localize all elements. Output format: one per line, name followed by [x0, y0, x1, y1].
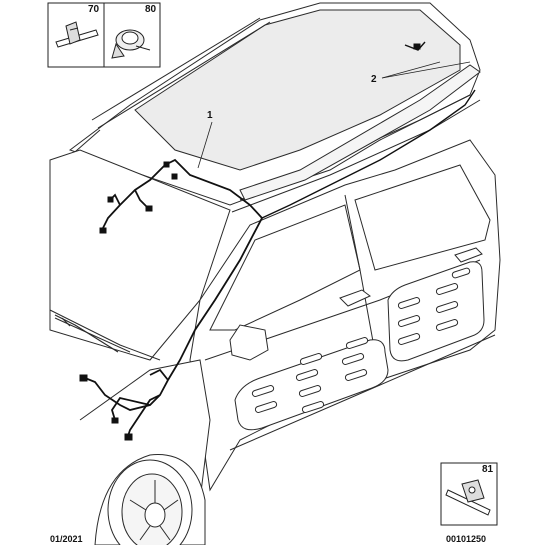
callout-1-leader: [197, 121, 213, 169]
inset-ref-70: 70: [88, 4, 100, 15]
clip-icon-70: [55, 21, 99, 48]
door-handles: [339, 247, 483, 307]
door-airbump-front: [234, 337, 389, 431]
callout-2: 2: [371, 61, 471, 85]
inset-box-81: 81: [440, 462, 498, 526]
roof-rail: [239, 64, 481, 201]
wiring-harness-2: [261, 41, 476, 219]
inset-ref-80: 80: [145, 4, 157, 15]
harness-connectors: [79, 161, 178, 441]
inset-ref-81: 81: [482, 464, 494, 475]
inset-box-70: 70: [47, 2, 105, 68]
wiper: [54, 314, 119, 353]
callout-2-leader-b: [381, 61, 441, 79]
door-airbump-rear: [387, 261, 485, 362]
callout-2-label: 2: [371, 74, 377, 85]
glass-roof: [134, 9, 461, 171]
footer-code: 00101250: [446, 534, 487, 544]
front-wheel: [94, 454, 206, 545]
callout-1: 1: [197, 110, 213, 169]
callout-1-label: 1: [207, 110, 213, 121]
footer-date: 01/2021: [50, 534, 83, 544]
inset-box-80: 80: [103, 2, 161, 68]
harness-2-connector: [413, 43, 421, 50]
grommet-icon-80: [111, 29, 151, 59]
callout-2-leader-a: [381, 61, 471, 79]
car-roof: [59, 2, 481, 213]
windscreen: [49, 149, 231, 361]
clip-icon-81: [445, 479, 491, 516]
side-mirror: [229, 324, 269, 361]
